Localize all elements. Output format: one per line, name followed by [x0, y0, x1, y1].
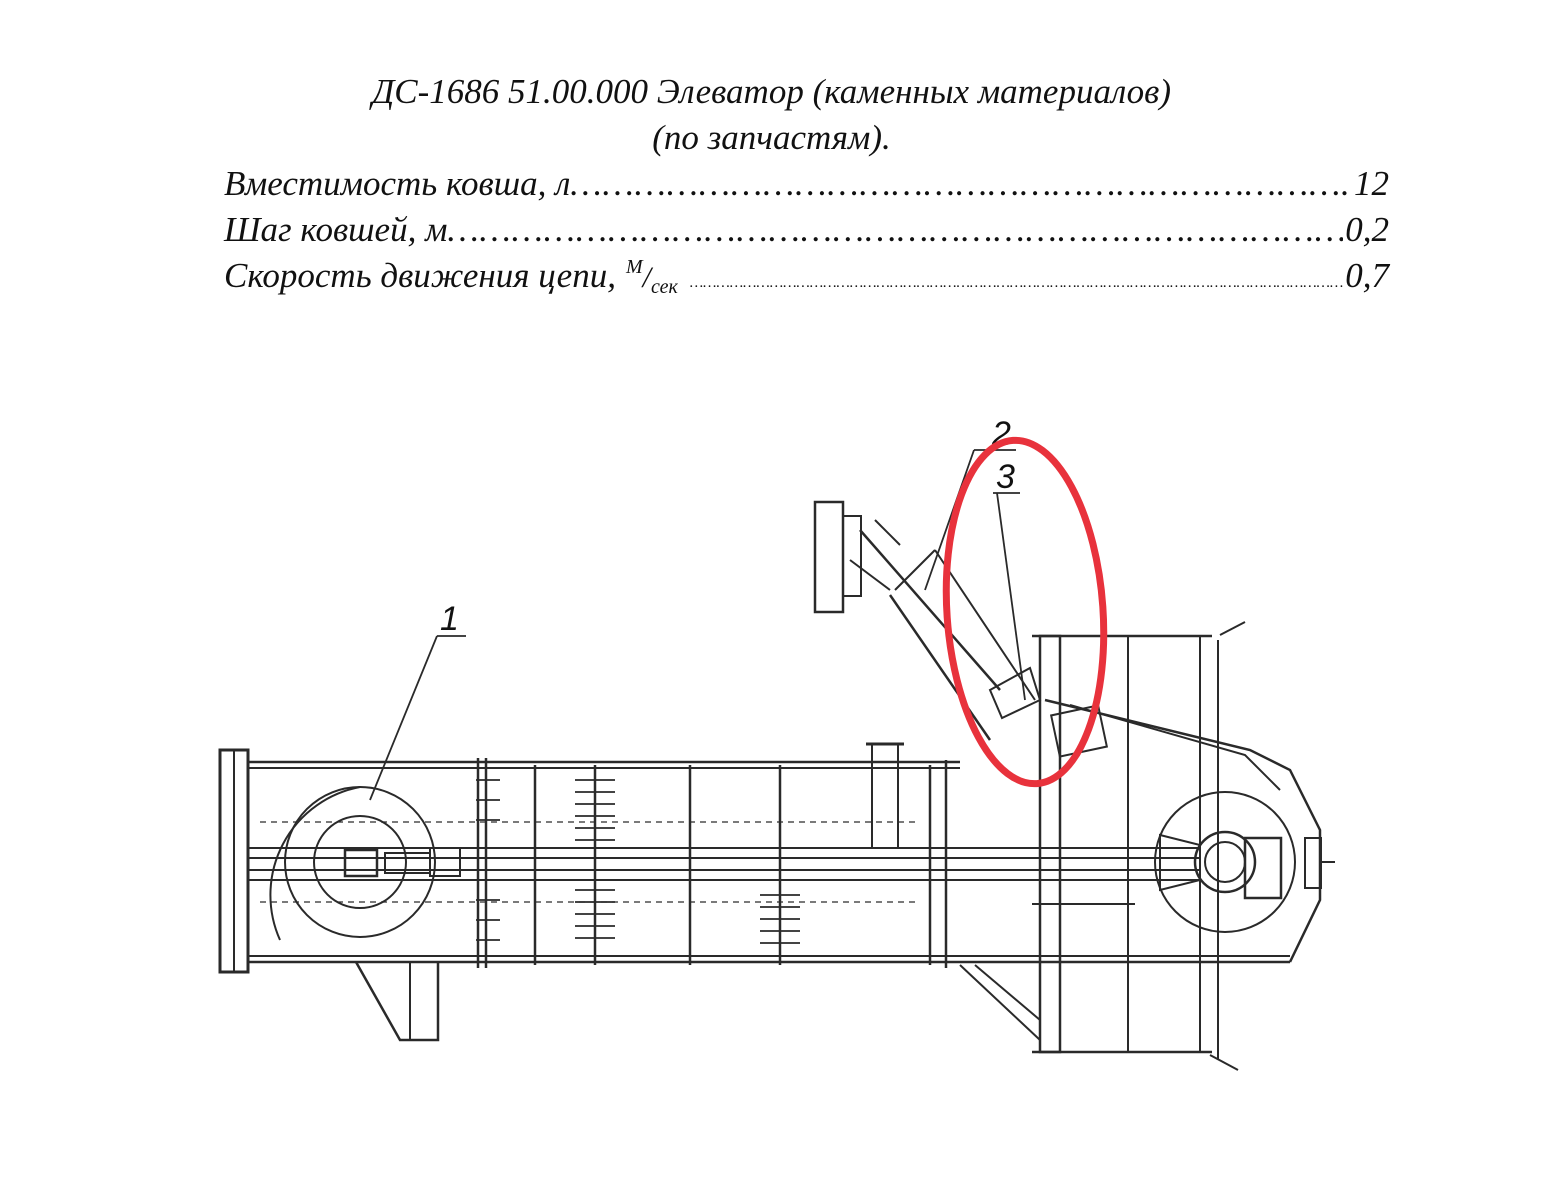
- hook-top: [1219, 621, 1246, 636]
- spec-value: 12: [1354, 164, 1389, 203]
- callout-label-3: 3: [996, 458, 1015, 496]
- chute-bracket: [849, 559, 891, 591]
- chute-clamp: [1049, 704, 1109, 758]
- spec-bucket-capacity: Вместимость ковша, л ……………………………………………………: [224, 164, 1389, 204]
- spec-bucket-pitch: Шаг ковшей, м ………………………………………………………………………: [224, 210, 1389, 250]
- right-sprocket-outer: [1154, 791, 1296, 933]
- top-pipe-stub: [871, 743, 899, 849]
- unit-numerator: М: [625, 256, 643, 278]
- unit-denominator: сек: [650, 276, 678, 298]
- callout-leaders: [369, 449, 1026, 801]
- spec-value: 0,2: [1345, 210, 1389, 249]
- callout-label-1: 1: [440, 600, 459, 638]
- left-chain-arc: [269, 786, 361, 941]
- frame-post-left: [1038, 634, 1062, 1054]
- elevator-head: [959, 621, 1335, 1071]
- title-line-2: (по запчастям).: [652, 118, 891, 157]
- spec-value: 0,7: [1345, 256, 1389, 295]
- hook-bottom: [1209, 1054, 1239, 1071]
- spec-label: Скорость движения цепи,: [224, 256, 616, 295]
- spec-label: Вместимость ковша, л: [224, 164, 571, 203]
- left-bearing: [429, 847, 461, 877]
- right-end-cap: [1304, 837, 1322, 889]
- right-sprocket-hub: [1193, 830, 1257, 894]
- leader-dots: ……………………………………………………………………………………………………………: [689, 275, 1344, 291]
- leader-2: [924, 449, 975, 591]
- bottom-hopper: [354, 961, 440, 1042]
- chute-flange-inner: [842, 515, 862, 597]
- left-sprocket-outer: [284, 786, 436, 938]
- chute-lower-edge: [888, 594, 992, 741]
- right-bearing-housing: [1243, 836, 1283, 900]
- title-line-1: ДС-1686 51.00.000 Элеватор (каменных мат…: [371, 72, 1172, 111]
- right-shaft: [1204, 841, 1246, 883]
- chute-cross-1: [894, 549, 936, 591]
- head-housing-outline: [1044, 698, 1322, 963]
- unit-slash: /: [642, 261, 651, 294]
- discharge-chute: [813, 500, 1109, 758]
- elevator-casing: [218, 742, 1290, 1042]
- left-sprocket-mid: [313, 815, 407, 909]
- frame-brace-2: [974, 964, 1041, 1021]
- leader-dots: ……………………………………………………………………………………………………………: [447, 210, 1344, 249]
- spec-chain-speed: Скорость движения цепи, М/сек ……………………………: [224, 256, 1389, 298]
- leader-dots: ……………………………………………………………………………………………………………: [570, 164, 1352, 203]
- left-shaft-hub: [343, 848, 379, 878]
- leader-3: [996, 492, 1026, 701]
- frame-brace-1: [959, 964, 1041, 1041]
- spec-label: Шаг ковшей, м: [224, 210, 448, 249]
- chute-upper-edge: [859, 529, 1001, 691]
- leader-1: [369, 635, 438, 801]
- chute-bracket-2: [874, 519, 901, 546]
- highlight-ellipse: [942, 436, 1108, 788]
- chute-hinge: [988, 666, 1042, 720]
- chute-flange: [813, 500, 845, 614]
- unit: М/сек: [625, 256, 690, 298]
